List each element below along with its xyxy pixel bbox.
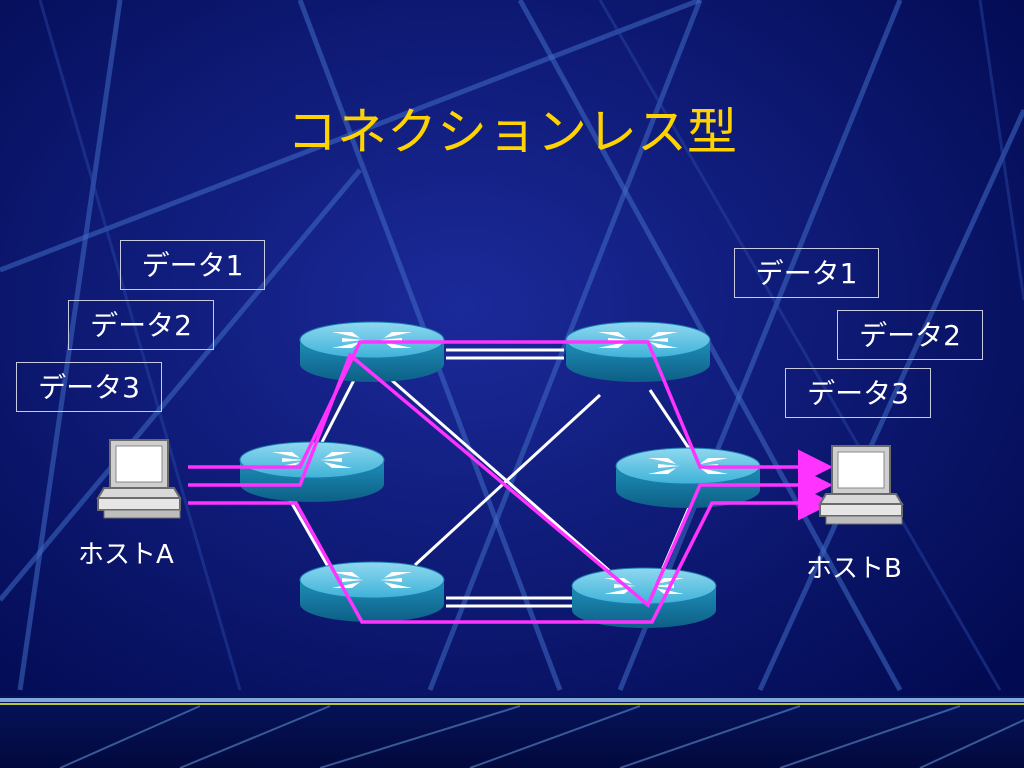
- host-a-label: ホストA: [78, 540, 174, 570]
- router-icon-bottom-right: [571, 567, 717, 629]
- packet-paths: [188, 340, 833, 624]
- packet-label-right-3: データ3: [785, 368, 931, 418]
- router-icon-mid-right: [615, 447, 761, 509]
- host-b-label: ホストB: [806, 554, 902, 584]
- packet-label-left-2: データ2: [68, 300, 214, 350]
- router-links: [288, 348, 692, 608]
- packet-label-left-3: データ3: [16, 362, 162, 412]
- packet-label-left-1: データ1: [120, 240, 265, 290]
- computer-icon-host-a: [97, 439, 181, 519]
- router-icon-top-right: [565, 321, 711, 383]
- packet-label-right-1: データ1: [734, 248, 879, 298]
- router-icon-bottom-left: [299, 561, 445, 623]
- slide-title: コネクションレス型: [287, 103, 737, 161]
- packet-label-right-2: データ2: [837, 310, 983, 360]
- computer-icon-host-b: [819, 445, 903, 525]
